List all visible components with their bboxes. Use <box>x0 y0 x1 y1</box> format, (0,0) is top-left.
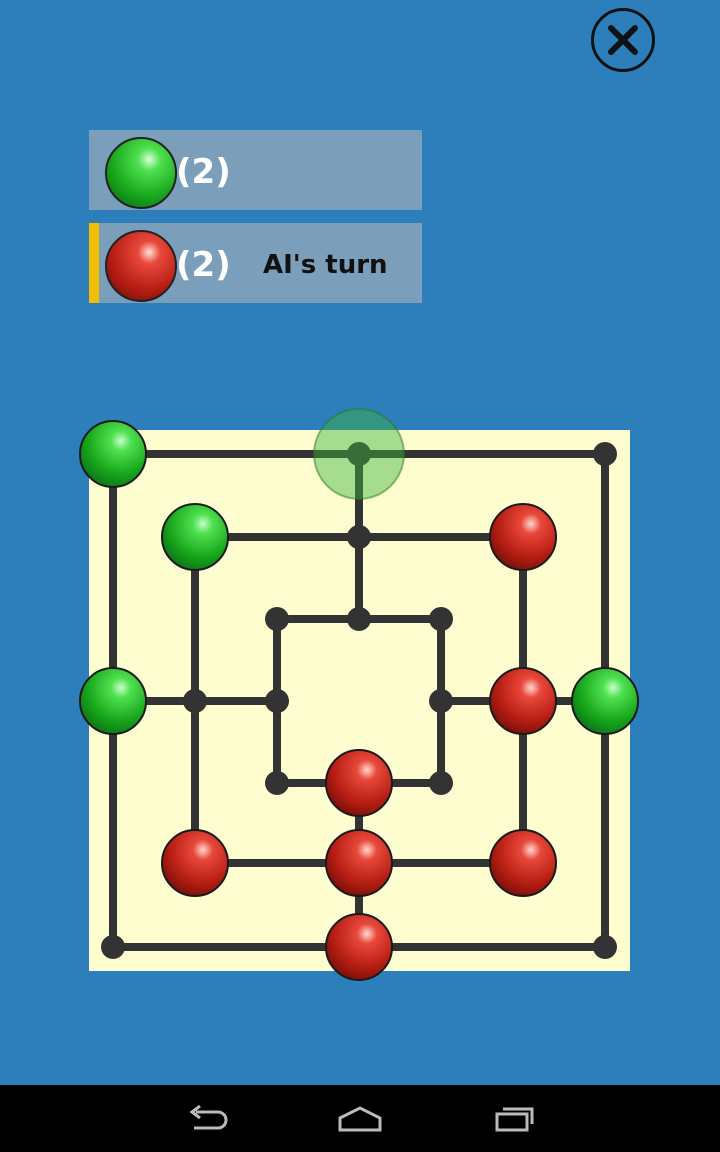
green-piece-count: (2) <box>176 152 231 192</box>
board-point[interactable] <box>429 689 453 713</box>
red-piece-icon <box>105 230 177 302</box>
red-turn-label: AI's turn <box>263 250 388 280</box>
system-navigation-bar <box>0 1085 720 1152</box>
player-panel-red: (2) AI's turn <box>89 223 422 303</box>
recent-apps-button[interactable] <box>484 1095 544 1143</box>
board-point[interactable] <box>265 689 289 713</box>
green-piece[interactable] <box>161 503 229 571</box>
board-point[interactable] <box>265 771 289 795</box>
highlight-marker[interactable] <box>313 408 405 500</box>
board-point[interactable] <box>429 607 453 631</box>
board-graphic <box>79 408 639 981</box>
game-screen: (2) (2) AI's turn <box>79 8 655 981</box>
back-icon <box>189 1104 228 1130</box>
board-point[interactable] <box>101 935 125 959</box>
red-piece-count: (2) <box>176 245 231 285</box>
back-button[interactable] <box>178 1095 238 1143</box>
red-piece[interactable] <box>325 913 393 981</box>
home-icon <box>338 1106 382 1132</box>
close-icon <box>608 25 638 55</box>
green-piece[interactable] <box>79 667 147 735</box>
recent-apps-icon <box>495 1107 534 1132</box>
board-point[interactable] <box>347 442 371 466</box>
player-panel-green: (2) <box>89 130 422 210</box>
red-piece[interactable] <box>489 667 557 735</box>
board-point[interactable] <box>429 771 453 795</box>
red-piece[interactable] <box>489 503 557 571</box>
game-board <box>79 408 639 981</box>
green-piece[interactable] <box>79 420 147 488</box>
board-point[interactable] <box>347 607 371 631</box>
home-button[interactable] <box>330 1095 390 1143</box>
green-piece-icon <box>105 137 177 209</box>
board-point[interactable] <box>183 689 207 713</box>
red-piece[interactable] <box>161 829 229 897</box>
red-piece[interactable] <box>489 829 557 897</box>
active-turn-indicator <box>89 223 99 303</box>
board-point[interactable] <box>593 935 617 959</box>
red-piece[interactable] <box>325 829 393 897</box>
board-point[interactable] <box>347 525 371 549</box>
red-piece[interactable] <box>325 749 393 817</box>
board-point[interactable] <box>265 607 289 631</box>
green-piece[interactable] <box>571 667 639 735</box>
close-button[interactable] <box>591 8 655 72</box>
board-point[interactable] <box>593 442 617 466</box>
